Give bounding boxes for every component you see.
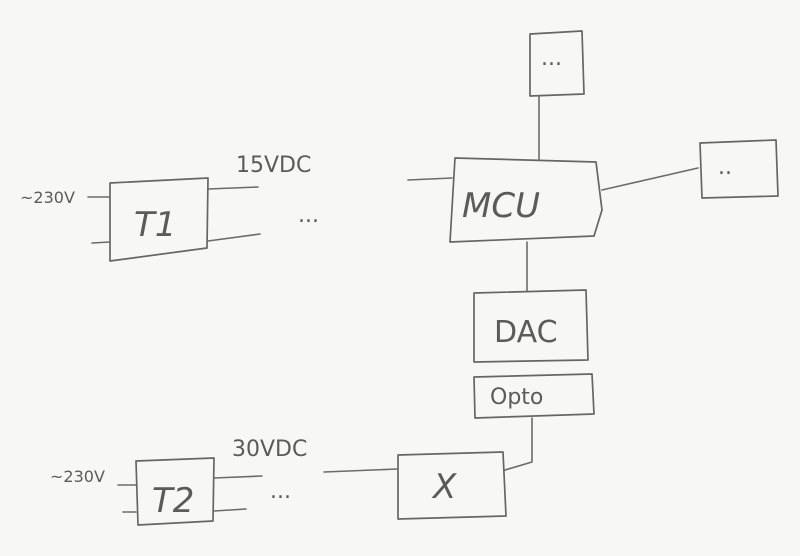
- wire-into-mcu-left: [407, 177, 453, 181]
- opto-block: Opto: [473, 373, 595, 419]
- t2-block: T2: [117, 457, 263, 526]
- t1-label: T1: [134, 205, 176, 245]
- opto-label: Opto: [490, 385, 543, 410]
- t1-input-wire-bottom: [91, 241, 111, 244]
- t2-output-wire-bottom: [213, 508, 247, 512]
- opto-box: [473, 373, 595, 419]
- t2-label: T2: [152, 481, 194, 521]
- dac-box: [473, 289, 589, 363]
- t1-output-wire-top: [207, 186, 259, 190]
- t1-ellipsis: ...: [298, 203, 319, 228]
- x-box: [397, 451, 507, 520]
- wire-into-x-left: [323, 468, 398, 473]
- dac-label: DAC: [494, 315, 558, 350]
- t1-box: [109, 177, 209, 262]
- right-node: ..: [699, 139, 779, 199]
- t2-box: [135, 457, 215, 526]
- t1-block: T1: [87, 177, 261, 262]
- t2-output-wire-top: [213, 475, 263, 479]
- wire-opto-to-x: [504, 417, 533, 471]
- wire-mcu-to-right-node: [601, 167, 699, 191]
- dac-block: DAC: [473, 289, 589, 363]
- t1-input-label: ~230V: [20, 188, 75, 207]
- top-node-box: [529, 30, 585, 97]
- t2-input-label: ~230V: [50, 467, 105, 486]
- mcu-box: [449, 157, 603, 243]
- t2-output-label: 30VDC: [232, 437, 307, 462]
- x-label: X: [431, 467, 457, 507]
- mcu-block: MCU: [449, 157, 603, 243]
- mcu-label: MCU: [462, 186, 540, 226]
- top-node-label: ...: [541, 46, 562, 71]
- t2-ellipsis: ...: [270, 479, 291, 504]
- top-node: ...: [529, 30, 585, 97]
- x-block: X: [397, 451, 507, 520]
- t1-output-wire-bottom: [207, 233, 261, 242]
- right-node-label: ..: [718, 155, 732, 180]
- right-node-box: [699, 139, 779, 199]
- t1-output-label: 15VDC: [236, 153, 311, 178]
